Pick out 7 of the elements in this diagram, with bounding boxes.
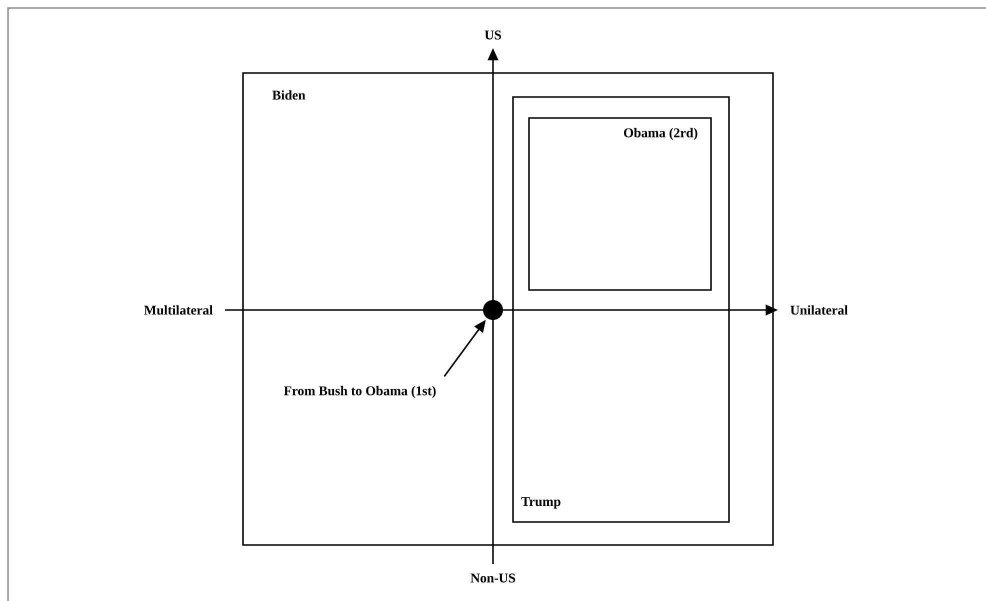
quadrant-box: Obama (2rd) (528, 117, 712, 291)
axis-label: Non-US (470, 574, 516, 582)
axis-label: US (484, 30, 501, 40)
center-dot (483, 300, 503, 320)
annotation-text: From Bush to Obama (1st) (284, 386, 436, 398)
axis-label: Unilateral (790, 305, 848, 315)
axis-label: Multilateral (144, 305, 213, 315)
